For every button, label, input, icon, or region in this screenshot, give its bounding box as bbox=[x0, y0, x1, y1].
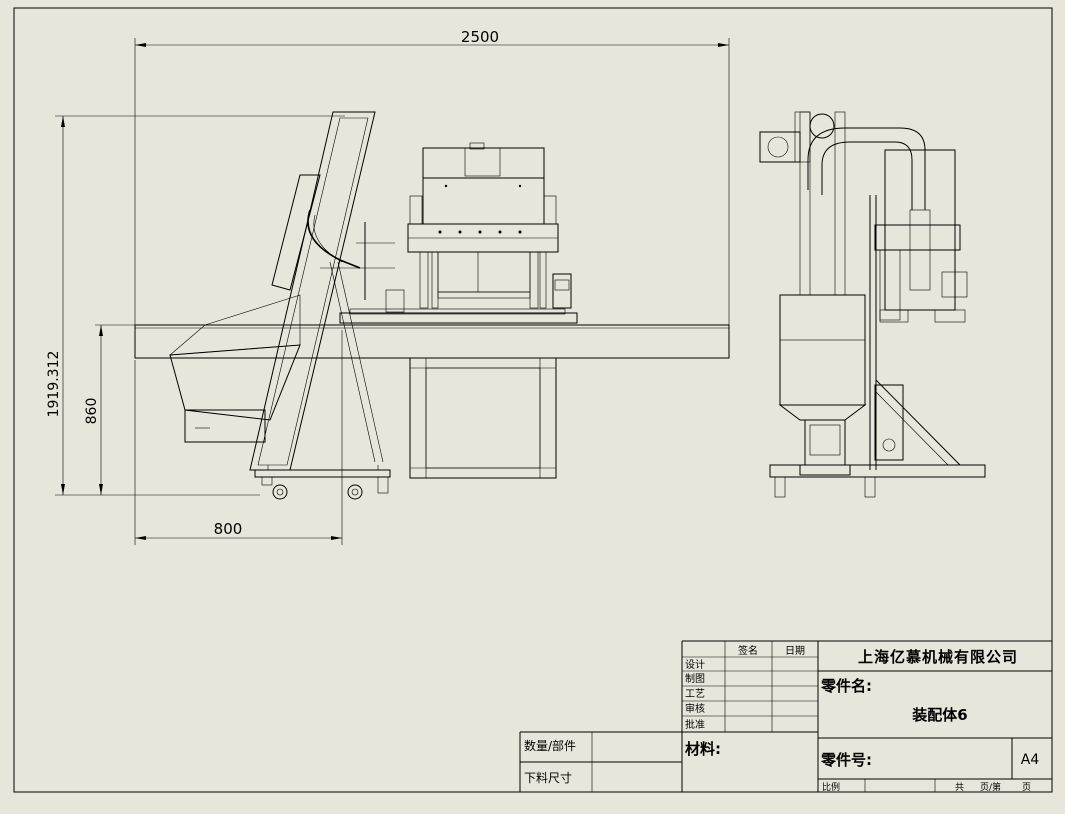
cut-size-label: 下料尺寸 bbox=[524, 771, 572, 785]
part-name-label: 零件名: bbox=[820, 677, 872, 695]
title-block: 签名 日期 设计 制图 工艺 审核 批准 上海亿慕机械有限公司 零件名: 装配体… bbox=[519, 640, 1052, 793]
dimension-1919: 1919.312 bbox=[46, 115, 345, 496]
part-name-value: 装配体6 bbox=[911, 706, 967, 724]
front-view: 2500 1919.312 860 800 bbox=[46, 28, 730, 545]
company-name: 上海亿慕机械有限公司 bbox=[858, 648, 1018, 666]
base-frame bbox=[409, 357, 557, 479]
feeder-cart bbox=[254, 465, 391, 500]
pages-label: 页/第 bbox=[980, 781, 1001, 793]
date-header: 日期 bbox=[785, 645, 805, 657]
dimension-1919-label: 1919.312 bbox=[46, 351, 62, 418]
scale-label: 比例 bbox=[822, 781, 840, 793]
row-label-review: 审核 bbox=[685, 702, 705, 715]
dimension-800: 800 bbox=[134, 330, 343, 545]
sheet-border bbox=[13, 7, 1053, 793]
row-label-design: 设计 bbox=[685, 658, 705, 671]
dimension-2500: 2500 bbox=[134, 28, 730, 325]
page-label: 页 bbox=[1022, 782, 1031, 793]
material-label: 材料: bbox=[685, 740, 721, 758]
cap-elevator bbox=[169, 111, 395, 471]
row-label-approve: 批准 bbox=[685, 718, 705, 731]
dimension-860-label: 860 bbox=[84, 398, 100, 425]
table-top bbox=[134, 324, 730, 359]
dimension-2500-label: 2500 bbox=[461, 28, 499, 46]
total-label: 共 bbox=[955, 782, 964, 793]
side-view bbox=[759, 111, 986, 498]
sign-header: 签名 bbox=[738, 644, 758, 657]
part-number-label: 零件号: bbox=[820, 751, 872, 769]
dimension-860: 860 bbox=[84, 324, 135, 495]
sheet-size: A4 bbox=[1021, 752, 1040, 768]
dimension-800-label: 800 bbox=[214, 520, 243, 538]
row-label-draw: 制图 bbox=[685, 672, 705, 685]
row-label-process: 工艺 bbox=[685, 688, 705, 700]
capping-head bbox=[339, 142, 578, 324]
quantity-label: 数量/部件 bbox=[524, 738, 576, 753]
